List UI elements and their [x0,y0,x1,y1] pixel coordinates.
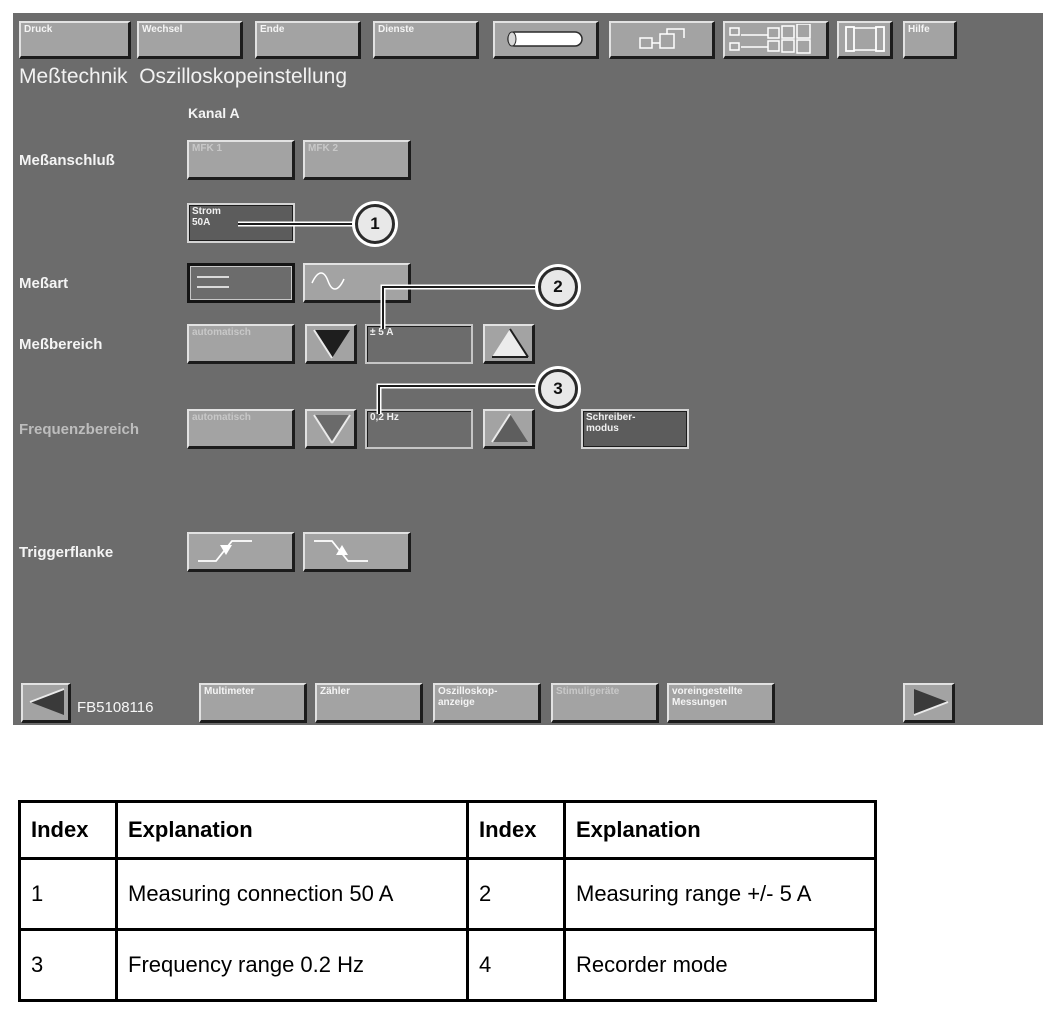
strom-50a-button[interactable]: Strom 50A [187,203,295,243]
dienste-button[interactable]: Dienste [373,21,479,59]
auto-range-button[interactable]: automatisch [187,324,295,364]
trigger-falling-icon [314,540,368,562]
legend-header-explanation-2: Explanation [563,800,877,860]
arrow-right-icon [913,689,949,716]
legend-row: 1 Measuring connection 50 A 2 Measuring … [18,857,877,931]
callout-lines [238,221,538,414]
ende-button[interactable]: Ende [255,21,361,59]
module-icon [639,28,685,49]
legend-cell: Measuring connection 50 A [115,857,469,931]
strom-line2: 50A [192,217,211,228]
vorein-line2: Messungen [672,697,728,708]
freq-up-button[interactable] [483,409,535,449]
zaehler-button[interactable]: Zähler [315,683,423,723]
oszi-line1: Oszilloskop- [438,686,498,697]
voreingestellte-messungen-button[interactable]: voreingestellte Messungen [667,683,775,723]
arrow-up-icon [492,328,529,358]
legend-header-index-1: Index [18,800,118,860]
tester-screen: Druck Wechsel Ende Dienste [13,13,1043,725]
callout-1: 1 [355,204,395,244]
battery-icon [507,31,583,47]
module-button[interactable] [609,21,715,59]
oszilloskopanzeige-button[interactable]: Oszilloskop- anzeige [433,683,541,723]
freq-value-field: 0,2 Hz [365,409,473,449]
messanschluss-label: Meßanschluß [19,152,115,169]
arrow-left-icon [29,688,65,715]
range-value-field: ± 5 A [365,324,473,364]
messart-label: Meßart [19,275,69,292]
title-main: Meßtechnik [19,65,128,88]
range-down-button[interactable] [305,324,357,364]
triggerflanke-label: Triggerflanke [19,544,114,561]
mfk1-button[interactable]: MFK 1 [187,140,295,180]
bracket-icon [845,26,885,52]
channel-label: Kanal A [188,105,240,121]
freq-down-button[interactable] [305,409,357,449]
bracket-button[interactable] [837,21,893,59]
strom-line1: Strom [192,206,221,217]
legend-row: 3 Frequency range 0.2 Hz 4 Recorder mode [18,928,877,1002]
arrow-up-icon [491,413,528,443]
legend-table: Index Explanation Index Explanation 1 Me… [18,800,877,1002]
nav-forward-button[interactable] [903,683,955,723]
auto-freq-button[interactable]: automatisch [187,409,295,449]
dc-icon [197,276,229,288]
stimuligeraete-button[interactable]: Stimuligeräte [551,683,659,723]
trigger-rising-button[interactable] [187,532,295,572]
callout-2: 2 [538,267,578,307]
legend-cell: 3 [18,928,118,1002]
legend-header-index-2: Index [466,800,566,860]
arrow-down-icon [313,414,351,444]
legend-cell: Measuring range +/- 5 A [563,857,877,931]
legend-cell: Frequency range 0.2 Hz [115,928,469,1002]
callout-3: 3 [538,369,578,409]
trigger-falling-button[interactable] [303,532,411,572]
dc-button[interactable] [187,263,295,303]
ac-sine-icon [311,272,345,290]
arrow-down-icon [313,329,350,359]
legend-cell: 4 [466,928,566,1002]
trigger-rising-icon [198,540,252,562]
range-up-button[interactable] [483,324,535,364]
battery-button[interactable] [493,21,599,59]
ac-button[interactable] [303,263,411,303]
wechsel-button[interactable]: Wechsel [137,21,243,59]
legend-cell: 2 [466,857,566,931]
druck-button[interactable]: Druck [19,21,131,59]
vorein-line1: voreingestellte [672,686,743,697]
legend-cell: Recorder mode [563,928,877,1002]
component-chain-button[interactable] [723,21,829,59]
legend-header-explanation-1: Explanation [115,800,469,860]
nav-back-button[interactable] [21,683,71,723]
oszi-line2: anzeige [438,697,475,708]
legend-cell: 1 [18,857,118,931]
legend-header-row: Index Explanation Index Explanation [18,800,877,860]
schreiber-line2: modus [586,423,619,434]
hilfe-button[interactable]: Hilfe [903,21,957,59]
screen-code: FB5108116 [77,699,154,716]
multimeter-button[interactable]: Multimeter [199,683,307,723]
mfk2-button[interactable]: MFK 2 [303,140,411,180]
title-sub: Oszilloskopeinstellung [139,65,347,88]
frequenzbereich-label: Frequenzbereich [19,421,140,438]
messbereich-label: Meßbereich [19,336,103,353]
page-title: Meßtechnik Oszilloskopeinstellung [19,65,347,89]
component-chain-icon [729,23,811,54]
schreibermodus-button[interactable]: Schreiber- modus [581,409,689,449]
schreiber-line1: Schreiber- [586,412,636,423]
